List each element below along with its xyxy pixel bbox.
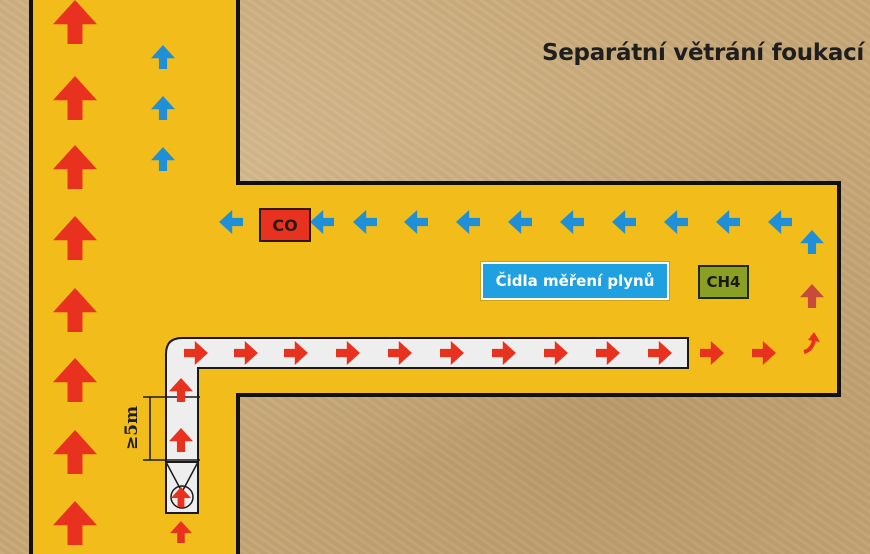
fresh-air-arrow-icon xyxy=(53,501,97,545)
fresh-air-arrow-icon xyxy=(440,341,464,365)
fresh-air-arrow-icon xyxy=(752,341,776,365)
fresh-air-arrow-icon xyxy=(53,288,97,332)
return-air-arrow-icon xyxy=(508,210,532,234)
fresh-air-arrow-icon xyxy=(53,0,97,44)
fresh-air-arrow-icon xyxy=(700,341,724,365)
return-air-arrow-icon xyxy=(151,147,175,171)
fresh-air-arrow-icon xyxy=(544,341,568,365)
return-air-arrow-icon xyxy=(768,210,792,234)
fresh-air-arrow-icon xyxy=(596,341,620,365)
fresh-air-arrow-icon xyxy=(234,341,258,365)
fresh-air-turn-arrow-icon xyxy=(803,332,820,354)
return-air-arrow-icon xyxy=(716,210,740,234)
fresh-air-arrow-icon xyxy=(170,521,192,543)
fresh-air-arrow-icon xyxy=(284,341,308,365)
fresh-air-arrow-icon xyxy=(800,284,824,308)
return-air-arrow-icon xyxy=(612,210,636,234)
fresh-air-arrow-icon xyxy=(336,341,360,365)
co-sensor: CO xyxy=(259,208,311,242)
ventilation-duct xyxy=(165,337,689,514)
fresh-air-arrow-icon xyxy=(53,430,97,474)
return-air-arrow-icon xyxy=(353,210,377,234)
fresh-air-arrow-icon xyxy=(648,341,672,365)
fresh-air-arrow-icon xyxy=(169,428,193,452)
fresh-air-arrow-icon xyxy=(53,216,97,260)
fan-icon xyxy=(170,485,194,509)
airflow-arrows xyxy=(53,0,824,545)
return-air-arrow-icon xyxy=(151,45,175,69)
gas-sensors-label: Čidla měření plynů xyxy=(481,262,669,300)
fresh-air-arrow-icon xyxy=(53,145,97,189)
fresh-air-arrow-icon xyxy=(388,341,412,365)
min-distance-label: ≥5m xyxy=(122,405,142,450)
diagram-title: Separátní větrání foukací xyxy=(541,40,864,66)
fresh-air-arrow-icon xyxy=(492,341,516,365)
return-air-arrow-icon xyxy=(664,210,688,234)
fresh-air-arrow-icon xyxy=(184,341,208,365)
return-air-arrow-icon xyxy=(456,210,480,234)
fresh-air-arrow-icon xyxy=(53,358,97,402)
return-air-arrow-icon xyxy=(151,96,175,120)
mine-tunnel xyxy=(29,0,841,554)
ch4-sensor: CH4 xyxy=(698,265,749,299)
return-air-arrow-icon xyxy=(404,210,428,234)
return-air-arrow-icon xyxy=(310,210,334,234)
return-air-arrow-icon xyxy=(219,210,243,234)
fresh-air-arrow-icon xyxy=(171,487,191,507)
return-air-arrow-icon xyxy=(800,230,824,254)
fresh-air-arrow-icon xyxy=(169,378,193,402)
return-air-arrow-icon xyxy=(560,210,584,234)
fresh-air-arrow-icon xyxy=(53,76,97,120)
